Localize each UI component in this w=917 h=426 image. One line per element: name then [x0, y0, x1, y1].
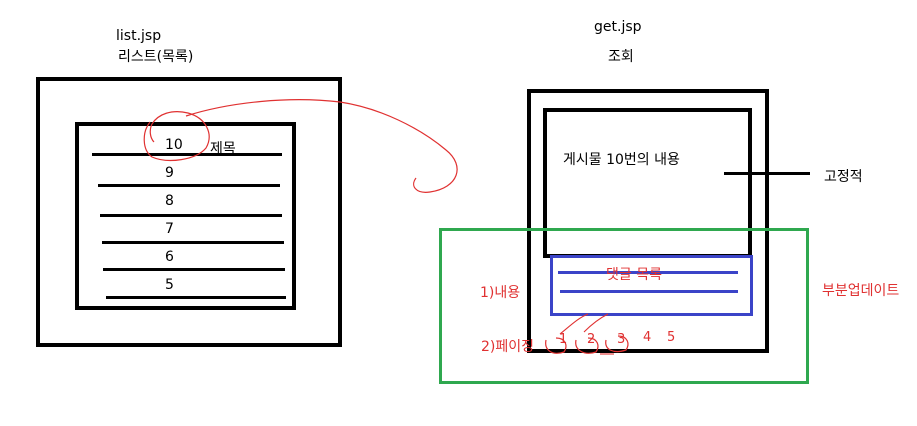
comment-line [560, 290, 738, 293]
list-row-line [102, 241, 284, 244]
fixed-pointer-line [724, 172, 810, 175]
list-row-line [92, 153, 282, 156]
list-row-number: 9 [165, 165, 174, 181]
page-number: 5 [667, 330, 676, 345]
page-number: 2 [587, 332, 596, 347]
list-row-number: 5 [165, 277, 174, 293]
paging-scribble [575, 337, 599, 354]
list-row-number: 8 [165, 193, 174, 209]
partial-update-label: 부분업데이트 [822, 283, 900, 299]
list-row-number: 10 [165, 137, 183, 153]
list-subtitle: 리스트(목록) [118, 49, 194, 65]
list-row-line [103, 268, 285, 271]
row-10-circle [143, 111, 210, 161]
paging-label: 2)페이징 [481, 339, 535, 355]
list-row-line [106, 296, 286, 299]
content-label: 1)내용 [480, 285, 521, 301]
get-filename: get.jsp [594, 19, 642, 35]
page-number: 4 [643, 330, 652, 345]
paging-scribble [545, 337, 567, 354]
get-outer-frame [527, 89, 769, 353]
list-row-line [100, 214, 282, 217]
fixed-label: 고정적 [824, 169, 863, 185]
list-row-number: 6 [165, 249, 174, 265]
paging-scribble [559, 313, 609, 335]
page-number: 3 [617, 332, 626, 347]
comment-list-label: 댓글 목록 [606, 267, 662, 283]
paging-scribble [605, 335, 629, 353]
list-outer-frame [36, 77, 342, 347]
partial-update-region [439, 228, 809, 384]
list-inner-frame [75, 122, 296, 310]
comment-list-box [550, 255, 753, 316]
list-filename: list.jsp [116, 28, 162, 44]
list-row-line [98, 184, 280, 187]
comment-line [558, 271, 738, 274]
list-row-number: 7 [165, 221, 174, 237]
get-subtitle: 조회 [608, 49, 634, 65]
list-to-get-arrow [185, 99, 458, 193]
post-content-text: 게시물 10번의 내용 [563, 152, 680, 168]
